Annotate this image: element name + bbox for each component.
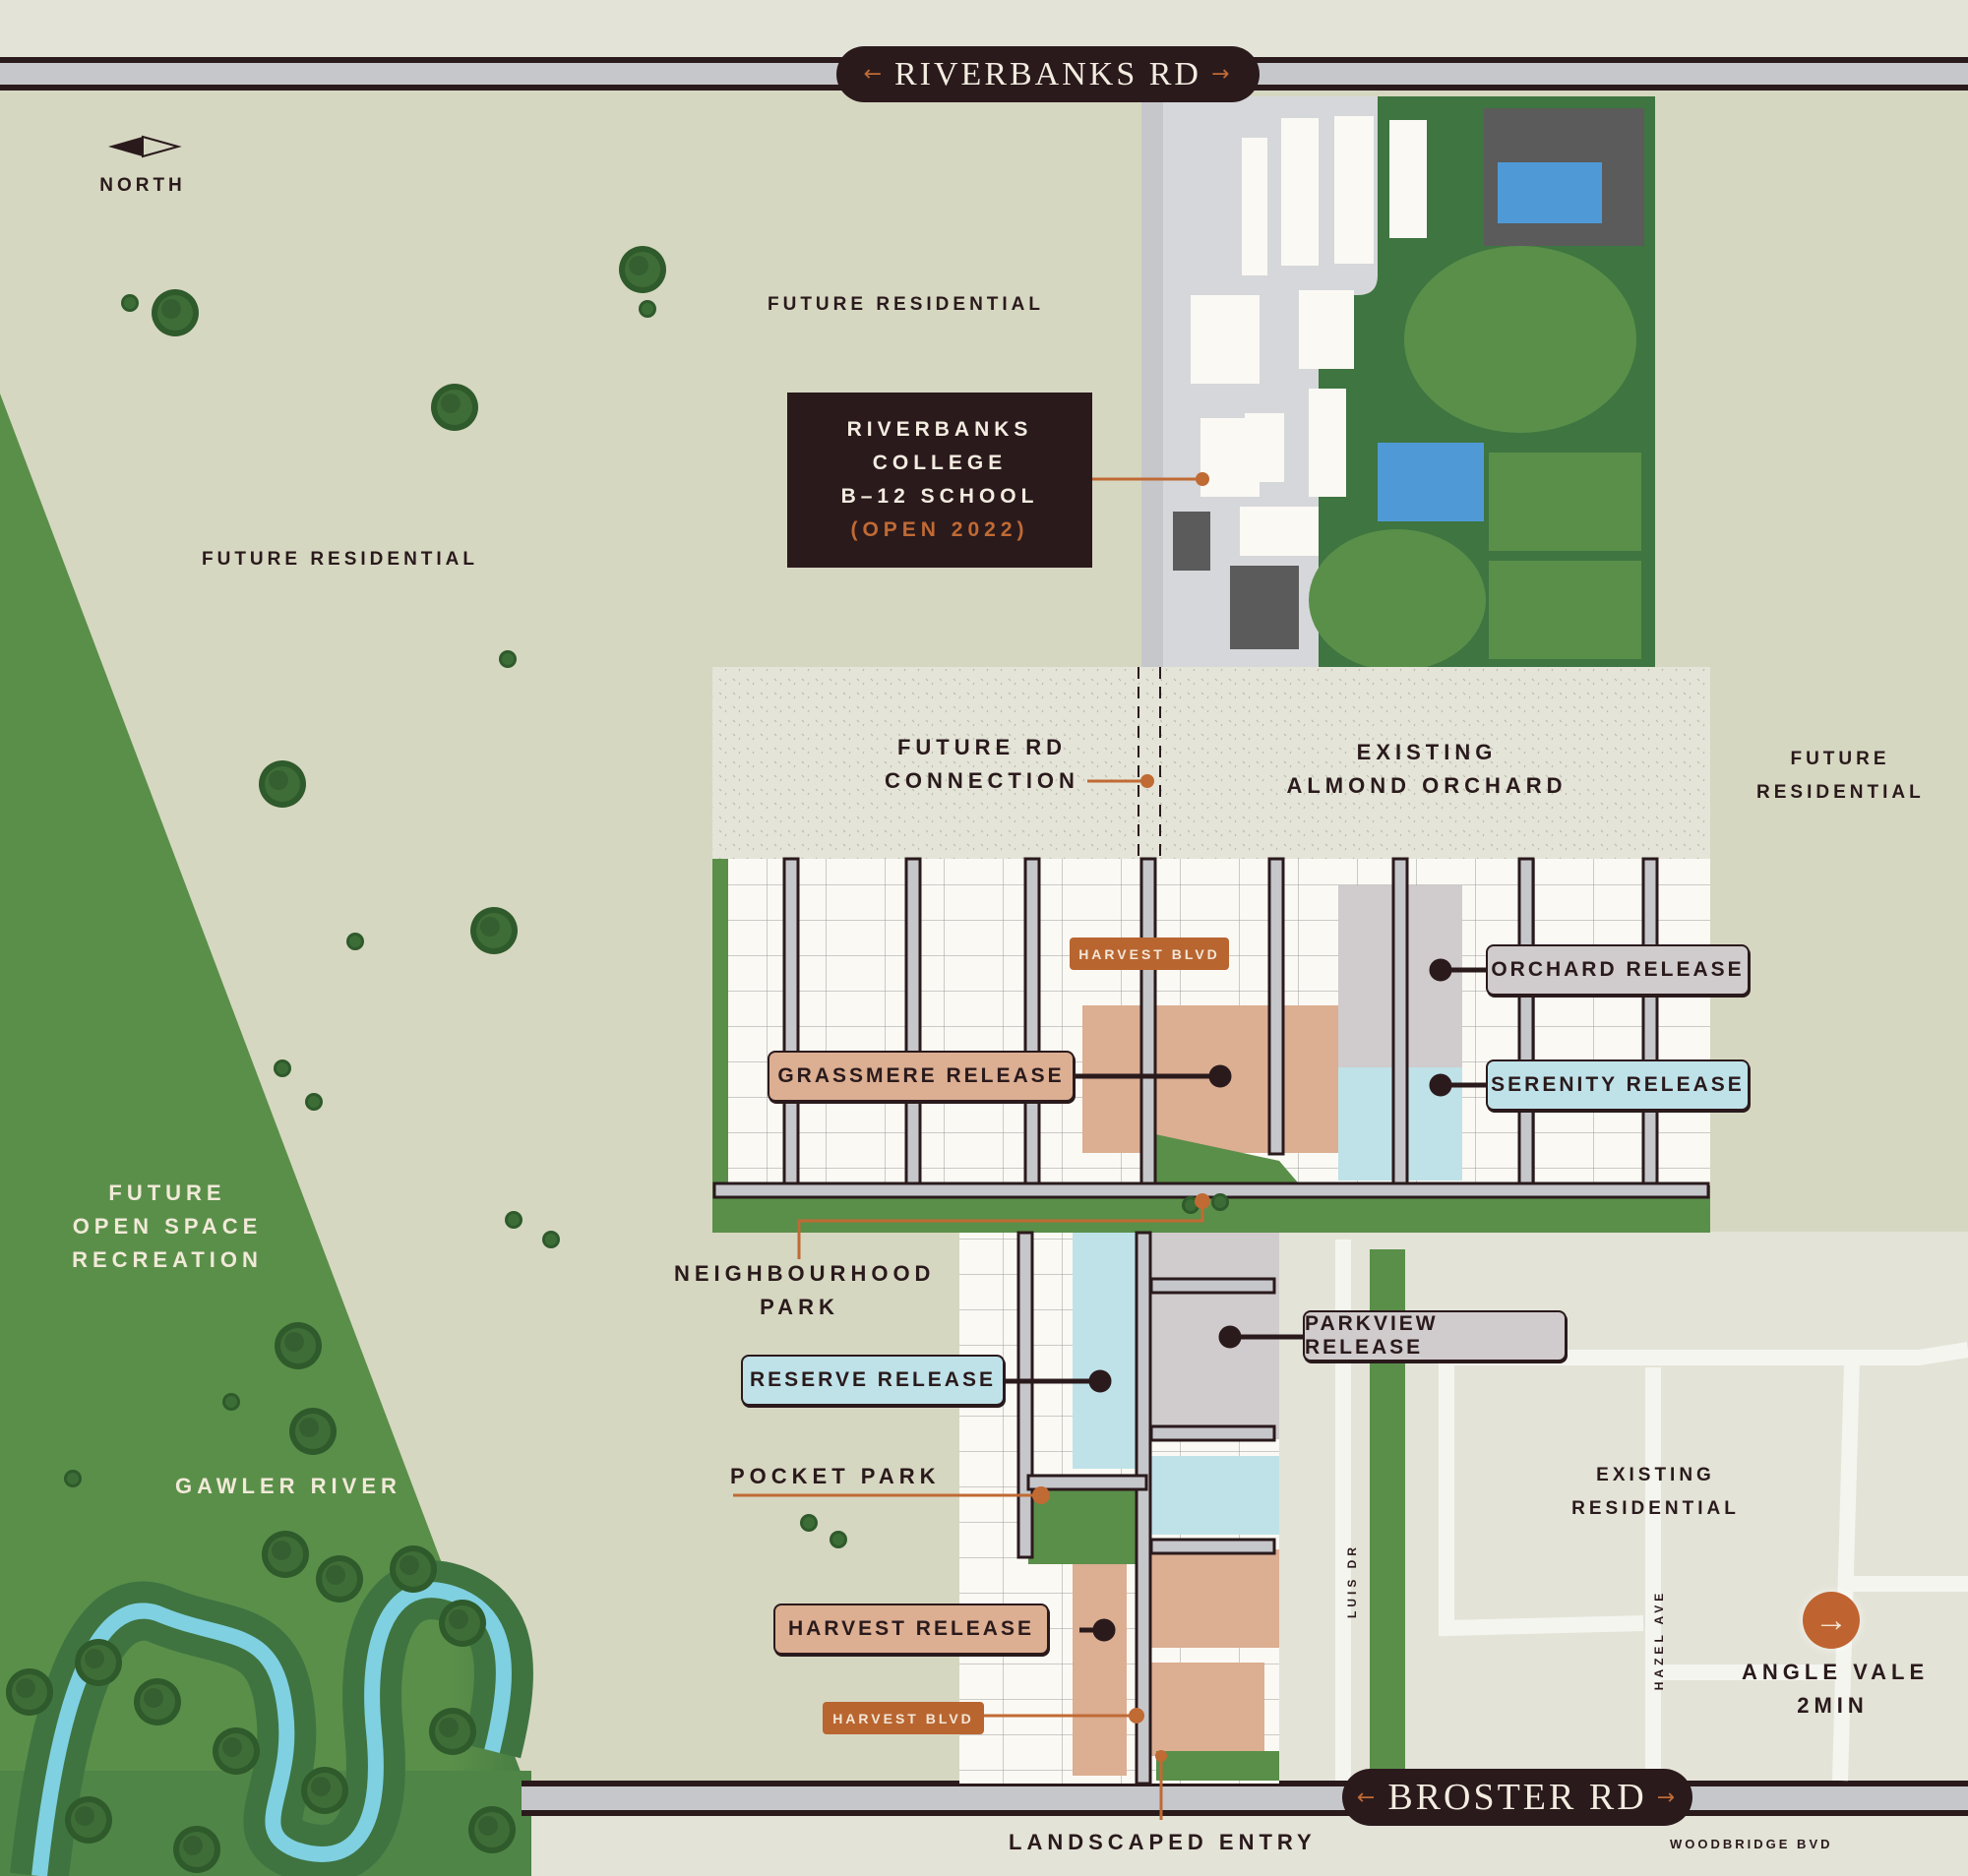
pocket-park-label: POCKET PARK (730, 1464, 941, 1488)
future-rd-connection-label: FUTURE RD CONNECTION (885, 735, 1079, 793)
arrow-right-icon: → (1210, 62, 1233, 87)
future-residential-left-label: FUTURE RESIDENTIAL (202, 549, 478, 570)
gawler-river-label: GAWLER RIVER (175, 1474, 401, 1498)
arrow-left-icon: ← (863, 62, 885, 87)
north-arrow-icon (108, 135, 182, 158)
riverbanks-college-callout[interactable]: RIVERBANKS COLLEGE B–12 SCHOOL (OPEN 202… (787, 393, 1092, 568)
luis-dr-label: LUIS DR (1345, 1543, 1359, 1618)
school-open-status: (OPEN 2022) (850, 518, 1029, 541)
arrow-right-icon: → (1656, 1785, 1679, 1810)
neighbourhood-park-label: NEIGHBOURHOOD PARK (674, 1261, 936, 1319)
broster-rd-sign: ← BROSTER RD → (1342, 1769, 1692, 1826)
serenity-release-button[interactable]: SERENITY RELEASE (1486, 1059, 1750, 1111)
hazel-ave-label: HAZEL AVE (1652, 1589, 1667, 1691)
reserve-release-button[interactable]: RESERVE RELEASE (741, 1355, 1005, 1406)
parkview-release-button[interactable]: PARKVIEW RELEASE (1303, 1310, 1567, 1362)
orchard-release-button[interactable]: ORCHARD RELEASE (1486, 944, 1750, 996)
future-residential-right-label: FUTURE RESIDENTIAL (1756, 749, 1925, 803)
riverbanks-rd-sign: ← RIVERBANKS RD → (836, 46, 1260, 102)
arrow-right-icon: → (1814, 1601, 1848, 1639)
existing-almond-orchard-label: EXISTING ALMOND ORCHARD (1286, 740, 1568, 798)
grassmere-release-button[interactable]: GRASSMERE RELEASE (768, 1051, 1075, 1102)
future-open-space-label: FUTURE OPEN SPACE RECREATION (72, 1180, 263, 1272)
future-residential-top-label: FUTURE RESIDENTIAL (768, 294, 1044, 315)
north-compass: NORTH (98, 134, 187, 203)
harvest-release-button[interactable]: HARVEST RELEASE (773, 1604, 1049, 1655)
harvest-blvd-tag-top: HARVEST BLVD (1070, 938, 1229, 970)
landscaped-entry-label: LANDSCAPED ENTRY (1009, 1830, 1317, 1854)
angle-vale-label: ANGLE VALE 2MIN (1742, 1660, 1930, 1718)
existing-residential-label: EXISTING RESIDENTIAL (1571, 1465, 1740, 1519)
riverbanks-rd-label: RIVERBANKS RD (894, 55, 1201, 92)
arrow-left-icon: ← (1356, 1785, 1379, 1810)
angle-vale-direction-button[interactable]: → (1803, 1592, 1860, 1649)
north-label: NORTH (99, 175, 186, 196)
harvest-blvd-tag-bottom: HARVEST BLVD (823, 1702, 984, 1734)
woodbridge-bvd-label: WOODBRIDGE BVD (1670, 1837, 1833, 1851)
broster-rd-label: BROSTER RD (1387, 1777, 1647, 1818)
